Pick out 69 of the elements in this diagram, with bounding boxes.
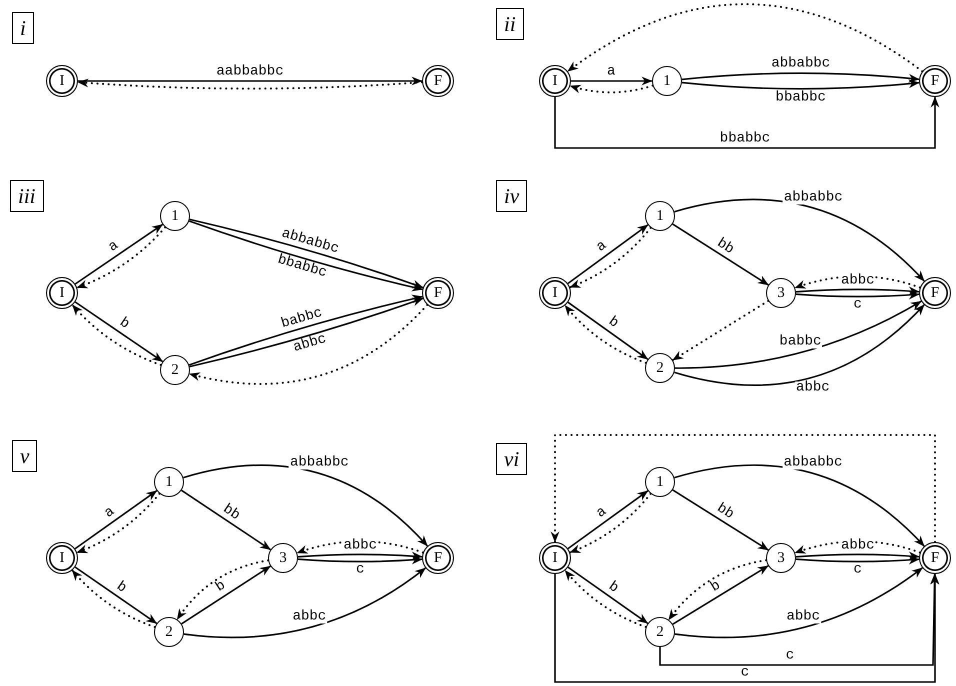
arrow — [672, 489, 769, 551]
dotted-arrow — [176, 559, 270, 620]
dotted-arrow — [672, 300, 770, 362]
state-circle: 2 — [154, 617, 184, 647]
arrow — [672, 223, 769, 286]
panel-label-box: v — [12, 440, 38, 472]
arrow — [571, 76, 653, 86]
edge-label: abbabbc — [782, 456, 844, 470]
state-circle: 3 — [766, 278, 796, 308]
state-circle: 1 — [645, 201, 675, 231]
state-circle: 1 — [645, 467, 675, 497]
panel-label-box: i — [12, 12, 34, 44]
edge-label: abbc — [292, 610, 328, 624]
edge-label: abbabbc — [782, 191, 844, 204]
panel-label-box: vi — [496, 443, 528, 475]
arrow — [674, 464, 925, 547]
dotted-arrow — [76, 78, 424, 90]
dotted-arrow — [550, 434, 936, 543]
panel-label-box: iii — [10, 180, 44, 212]
accepting-state-circle: F — [919, 542, 951, 574]
arrow — [682, 79, 920, 90]
accepting-state-circle: I — [46, 277, 78, 309]
arrow — [682, 72, 920, 83]
state-circle: 1 — [154, 467, 184, 497]
accepting-state-circle: F — [422, 277, 454, 309]
dotted-arrow — [569, 84, 654, 94]
arrow — [674, 198, 925, 282]
arrow — [554, 96, 940, 149]
arrow — [796, 290, 920, 300]
arrow — [796, 286, 920, 296]
arrow — [659, 573, 939, 666]
arrow — [672, 565, 769, 625]
accepting-state-circle: I — [539, 542, 571, 574]
accepting-state-circle: F — [422, 65, 454, 97]
state-circle: 3 — [766, 543, 796, 573]
state-circle: 2 — [645, 353, 675, 383]
dotted-arrow — [668, 559, 768, 621]
arrow — [181, 566, 271, 624]
edge-label: babbc — [778, 336, 822, 349]
arrow — [674, 304, 925, 386]
arrow — [298, 556, 423, 564]
arrow — [554, 573, 940, 683]
state-circle: 3 — [268, 543, 298, 573]
panel-label-box: ii — [496, 8, 524, 40]
arrow — [78, 76, 423, 86]
accepting-state-circle: I — [539, 277, 571, 309]
edge-label: abbabbc — [288, 456, 350, 470]
state-circle: 1 — [160, 201, 190, 231]
dotted-arrow — [566, 3, 924, 72]
state-circle: 1 — [652, 66, 682, 96]
arrow — [674, 300, 922, 369]
accepting-state-circle: I — [46, 65, 78, 97]
accepting-state-circle: F — [919, 277, 951, 309]
arrow — [181, 490, 271, 550]
arrow — [674, 567, 923, 638]
edge-label: abbc — [785, 610, 822, 624]
arrow — [184, 567, 426, 638]
arrow — [183, 464, 428, 547]
accepting-state-circle: F — [422, 542, 454, 574]
arrow — [796, 552, 920, 560]
state-circle: 2 — [645, 617, 675, 647]
state-circle: 2 — [160, 355, 190, 385]
dotted-arrow — [188, 304, 428, 385]
accepting-state-circle: I — [539, 65, 571, 97]
accepting-state-circle: I — [46, 542, 78, 574]
panel-label-box: iv — [496, 180, 528, 212]
arrow — [796, 556, 920, 564]
accepting-state-circle: F — [919, 65, 951, 97]
arrow — [298, 552, 423, 560]
